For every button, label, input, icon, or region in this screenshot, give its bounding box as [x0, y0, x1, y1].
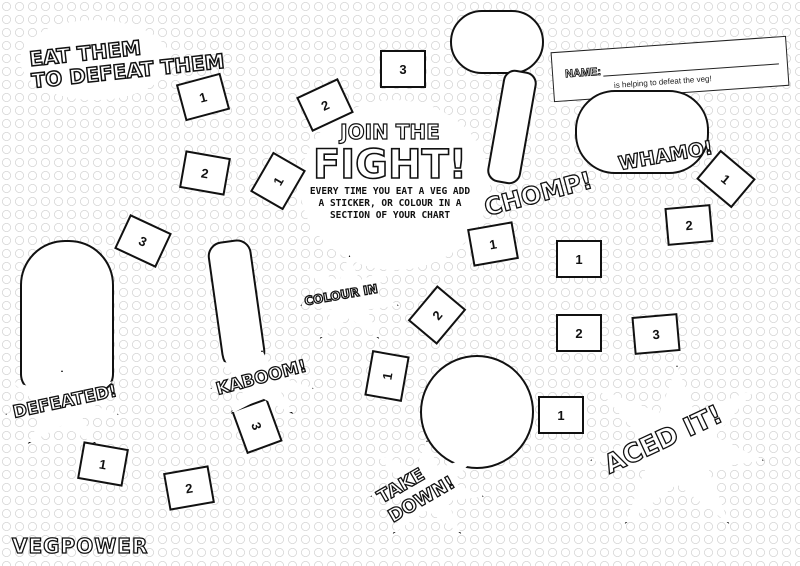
instructions-panel: JOIN THE FIGHT! EVERY TIME YOU EAT A VEG… — [305, 119, 475, 222]
board-square[interactable]: 1 — [538, 396, 584, 434]
board-square[interactable]: 1 — [556, 240, 602, 278]
board-square[interactable]: 2 — [163, 465, 215, 511]
instructions-text: EVERY TIME YOU EAT A VEG ADD A STICKER, … — [309, 186, 471, 221]
broccoli-illustration — [450, 10, 544, 74]
join-heading: JOIN THE — [340, 119, 441, 144]
board-square[interactable]: 1 — [77, 441, 129, 487]
board-square[interactable]: 1 — [467, 221, 519, 267]
peas-illustration — [575, 90, 709, 174]
board-square[interactable]: 3 — [380, 50, 426, 88]
title-clearing — [20, 20, 170, 100]
board-square[interactable]: 3 — [631, 313, 681, 355]
pepper-illustration — [420, 355, 534, 469]
board-square[interactable]: 2 — [664, 204, 714, 246]
board-square[interactable]: 2 — [179, 150, 231, 196]
corn-illustration — [20, 240, 114, 394]
name-label: NAME: — [564, 65, 602, 81]
center-clearing — [300, 100, 490, 270]
vegpower-logo: VEGPOWER — [11, 533, 149, 558]
board-square[interactable]: 2 — [556, 314, 602, 352]
board-square[interactable]: 1 — [364, 350, 410, 402]
name-subtitle: is helping to defeat the veg! — [613, 74, 712, 90]
fight-heading: FIGHT! — [312, 142, 468, 188]
